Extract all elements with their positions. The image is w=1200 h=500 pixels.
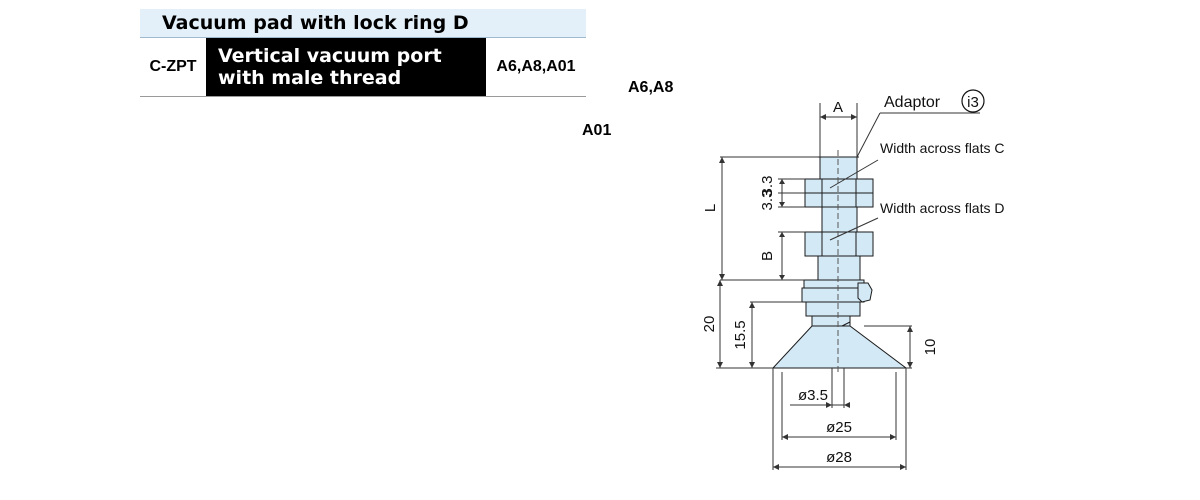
flats-d-label: Width across flats D [880,200,1004,216]
dim-d35-label: ø3.5 [798,387,828,404]
dim-33-lower-label: 3.3 [759,190,776,211]
dim-155-label: 15.5 [732,320,749,349]
adaptor-ref: i3 [967,94,979,111]
thread-shaft [821,206,858,233]
adaptor-callout: Adaptor i3 [884,89,985,113]
adaptor-ref-circle [961,89,985,113]
port-description: Vertical vacuum port with male thread [206,38,486,96]
spec-row: C-ZPT Vertical vacuum port with male thr… [140,38,586,97]
dim-20-label: 20 [701,316,718,333]
variant-label-a6-a8: A6,A8 [628,79,674,96]
lock-ring-band [801,287,865,303]
series-code: C-ZPT [149,58,197,75]
dim-10-label: 10 [922,339,939,356]
lock-ring-lower [805,301,861,317]
port-description-line2: with male thread [218,67,402,89]
adaptor-neck [817,255,861,281]
lock-nut-lower [804,192,874,208]
port-description-line1: Vertical vacuum port [218,45,442,67]
lock-ring-clip [857,282,873,303]
dim-l-label: L [702,204,719,212]
flats-c-label: Width across flats C [880,140,1004,156]
adaptor-label: Adaptor [884,94,941,111]
lock-nut-upper [804,178,874,194]
dimension-lines [716,103,980,470]
dim-33-upper-label: 3.3 [759,176,776,197]
dim-b-label: B [759,251,776,261]
dimension-arrows [717,114,913,470]
pad-body [771,150,908,372]
variant-codes: A6,A8,A01 [496,58,576,75]
lock-ring [803,279,865,289]
dim-d25-label: ø25 [826,419,852,436]
dim-a-label: A [833,99,843,116]
pad-cone [771,325,908,369]
variant-label-a01: A01 [582,122,612,139]
dim-d28-label: ø28 [826,449,852,466]
product-title: Vacuum pad with lock ring D [162,12,469,34]
header-band: Vacuum pad with lock ring D [140,9,586,38]
